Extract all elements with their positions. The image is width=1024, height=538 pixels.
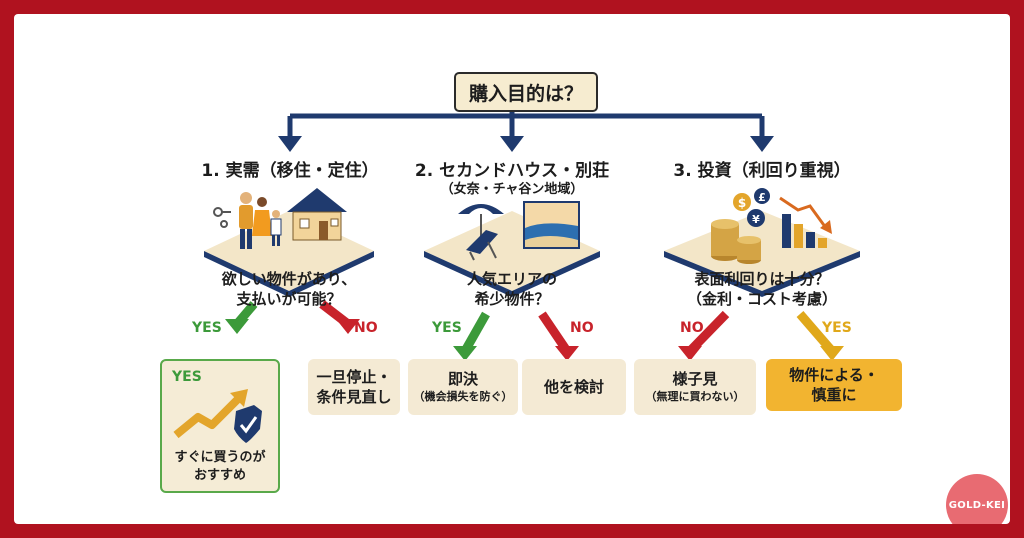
connector-layer: $ £ ¥ bbox=[204, 98, 860, 361]
column-1-title: 1. 実需（移住・定住） bbox=[201, 161, 379, 181]
result-buy-now-text: すぐに買うのが おすすめ bbox=[174, 450, 266, 483]
column-2-title: 2. セカンドハウス・別荘 bbox=[414, 161, 610, 181]
arrow-down-icon bbox=[278, 136, 302, 152]
arrow-down-icon bbox=[500, 136, 524, 152]
column-2-subtitle: （女奈・チャ谷ン地域） bbox=[440, 182, 584, 197]
column-2-no-label: NO bbox=[570, 320, 594, 336]
column-1-no-label: NO bbox=[354, 320, 378, 336]
column-2-question: 人気エリアの 希少物件？ bbox=[466, 270, 557, 308]
keys-icon bbox=[213, 207, 231, 228]
sea-view-icon bbox=[523, 201, 580, 249]
result-pause-review: 一旦停止・ 条件見直し bbox=[308, 359, 400, 415]
arrow-down-icon bbox=[750, 136, 774, 152]
result-wait-and-see: 様子見 （無理に買わない） bbox=[634, 359, 756, 415]
coins-icon bbox=[711, 219, 761, 264]
svg-text:¥: ¥ bbox=[752, 213, 760, 226]
falling-chart-icon bbox=[779, 196, 832, 248]
column-3-yes-label: YES bbox=[822, 320, 852, 336]
family-icon bbox=[239, 192, 282, 249]
result-depends-on-property: 物件による・ 慎重に bbox=[766, 359, 902, 411]
result-yes-badge: YES bbox=[172, 369, 202, 385]
result-decide-now: 即決 （機会損失を防ぐ） bbox=[408, 359, 518, 415]
diagram-canvas: $ £ ¥ 購入目的は？ 1. 実需（移住・定住） 2. セカンドハ bbox=[14, 14, 1010, 524]
column-1-question: 欲しい物件があり、 支払いが可能？ bbox=[221, 270, 357, 308]
column-1-yes-label: YES bbox=[192, 320, 222, 336]
beach-chair-icon bbox=[458, 204, 504, 261]
rising-arrow-icon bbox=[173, 389, 262, 443]
svg-text:£: £ bbox=[758, 191, 766, 204]
svg-text:$: $ bbox=[738, 196, 746, 210]
watermark-logo: GOLD-KEI bbox=[946, 474, 1008, 524]
currency-icon: $ £ ¥ bbox=[733, 188, 770, 227]
column-3-question: 表面利回りは十分？ （金利・コスト考慮） bbox=[686, 270, 837, 308]
column-3-no-label: NO bbox=[680, 320, 704, 336]
house-icon bbox=[287, 188, 347, 241]
column-2-yes-label: YES bbox=[432, 320, 462, 336]
column-3-title: 3. 投資（利回り重視） bbox=[673, 161, 851, 181]
result-consider-others: 他を検討 bbox=[522, 359, 626, 415]
root-question-box: 購入目的は？ bbox=[454, 72, 598, 112]
result-buy-now: YES すぐに買うのが おすすめ bbox=[160, 359, 280, 493]
